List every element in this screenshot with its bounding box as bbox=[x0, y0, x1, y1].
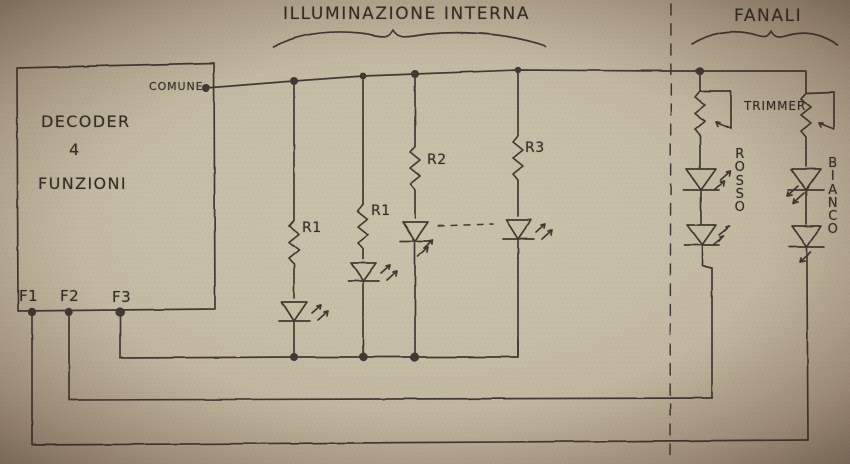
rosso-wire-down bbox=[701, 244, 713, 399]
output-label-f3: F3 bbox=[112, 288, 132, 306]
section-title-fanali: FANALI bbox=[734, 6, 803, 26]
junction-top-2 bbox=[359, 72, 367, 80]
r3-resistor bbox=[512, 135, 524, 217]
rosso-led2-arrow1 bbox=[718, 225, 731, 236]
junction-bot-1 bbox=[290, 353, 298, 361]
branch4-led-triangle bbox=[505, 219, 532, 240]
bianco-led2-triangle bbox=[791, 225, 822, 248]
branch1-led-arrow1 bbox=[311, 304, 322, 314]
rail-f2 bbox=[68, 311, 713, 401]
branch4-led-arrow1 bbox=[535, 223, 546, 233]
rosso-trimmer-resistor bbox=[694, 90, 706, 147]
rosso-led1-arrow1 bbox=[719, 170, 731, 181]
rosso-trimmer-loop bbox=[699, 90, 732, 129]
rail-f3 bbox=[293, 339, 519, 358]
junction-comune bbox=[202, 84, 210, 92]
trimmer-label: TRIMMER bbox=[744, 99, 807, 113]
resistor-label-r3: R3 bbox=[525, 140, 545, 156]
section-title-illuminazione: ILLUMINAZIONE INTERNA bbox=[283, 4, 531, 24]
rail-f1 bbox=[31, 311, 809, 446]
junction-f3 bbox=[115, 307, 125, 317]
r1-b-resistor bbox=[357, 204, 369, 260]
bianco-led1-triangle bbox=[790, 168, 822, 191]
branch4-led-arrow2 bbox=[541, 229, 553, 240]
branch2-led-arrow1 bbox=[380, 264, 391, 274]
junction-dots bbox=[27, 66, 705, 362]
junction-bot-2 bbox=[358, 352, 368, 362]
decoder-label-line3: FUNZIONI bbox=[38, 174, 128, 193]
decoder-box bbox=[16, 62, 216, 312]
junction-bot-3 bbox=[410, 352, 420, 362]
bianco-trimmer-wiper bbox=[818, 122, 835, 130]
branch3-led-triangle bbox=[402, 221, 429, 242]
decoder-label-line1: DECODER bbox=[41, 112, 131, 131]
bianco-trimmer-loop bbox=[805, 91, 835, 130]
common-rail bbox=[205, 69, 807, 89]
comune-terminal-label: COMUNE bbox=[149, 80, 204, 93]
decoder-label-line2: 4 bbox=[69, 140, 80, 159]
branch3-led-arrow1 bbox=[423, 239, 434, 249]
branch2-led-arrow2 bbox=[386, 270, 398, 281]
rail-f3-to-decoder bbox=[119, 356, 295, 359]
bianco-trimmer-resistor bbox=[800, 92, 812, 149]
bianco-wire-down bbox=[806, 246, 809, 441]
junction-top-1 bbox=[290, 77, 298, 85]
repeat-ellipsis bbox=[437, 223, 494, 227]
output-label-f2: F2 bbox=[60, 287, 80, 305]
brace-fanali bbox=[691, 30, 839, 46]
rosso-trimmer-wiper bbox=[715, 121, 732, 129]
rosso-led2-triangle bbox=[686, 224, 717, 246]
rosso-led1-arrow2 bbox=[713, 180, 725, 191]
branch1-led-arrow2 bbox=[317, 310, 329, 321]
junction-top-3 bbox=[411, 70, 419, 78]
resistor-label-r1-b: R1 bbox=[371, 203, 391, 219]
junction-top-4 bbox=[514, 66, 522, 74]
resistor-label-r1-a: R1 bbox=[302, 220, 322, 236]
output-label-f1: F1 bbox=[19, 287, 39, 305]
junction-f1 bbox=[27, 307, 37, 317]
branch3-led-arrow2 bbox=[417, 246, 429, 257]
brace-illuminazione bbox=[272, 29, 546, 48]
junction-top-5 bbox=[695, 66, 705, 76]
bianco-led1-arrow1 bbox=[792, 192, 805, 204]
branch2-led-triangle bbox=[350, 262, 377, 282]
junction-f2 bbox=[64, 307, 74, 317]
section-divider bbox=[669, 3, 672, 463]
r1-a-resistor bbox=[288, 219, 300, 299]
rosso-led2-arrow2 bbox=[712, 235, 725, 246]
rosso-led1-triangle bbox=[685, 168, 717, 191]
r2-resistor bbox=[409, 145, 421, 219]
bianco-led1-arrow2 bbox=[786, 185, 799, 197]
resistor-label-r2: R2 bbox=[427, 152, 447, 168]
branch1-led-triangle bbox=[281, 301, 308, 322]
bianco-led2-arrow1 bbox=[799, 251, 812, 263]
